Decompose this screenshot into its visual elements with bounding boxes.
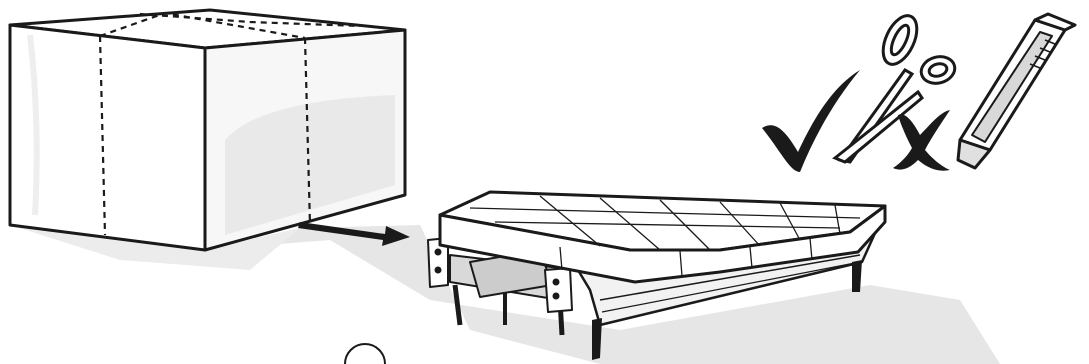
utility-knife-icon — [958, 14, 1075, 168]
circle-outline — [345, 344, 385, 364]
packaged-box — [10, 10, 405, 250]
cross-icon — [893, 110, 950, 171]
scissors-icon — [835, 11, 958, 162]
